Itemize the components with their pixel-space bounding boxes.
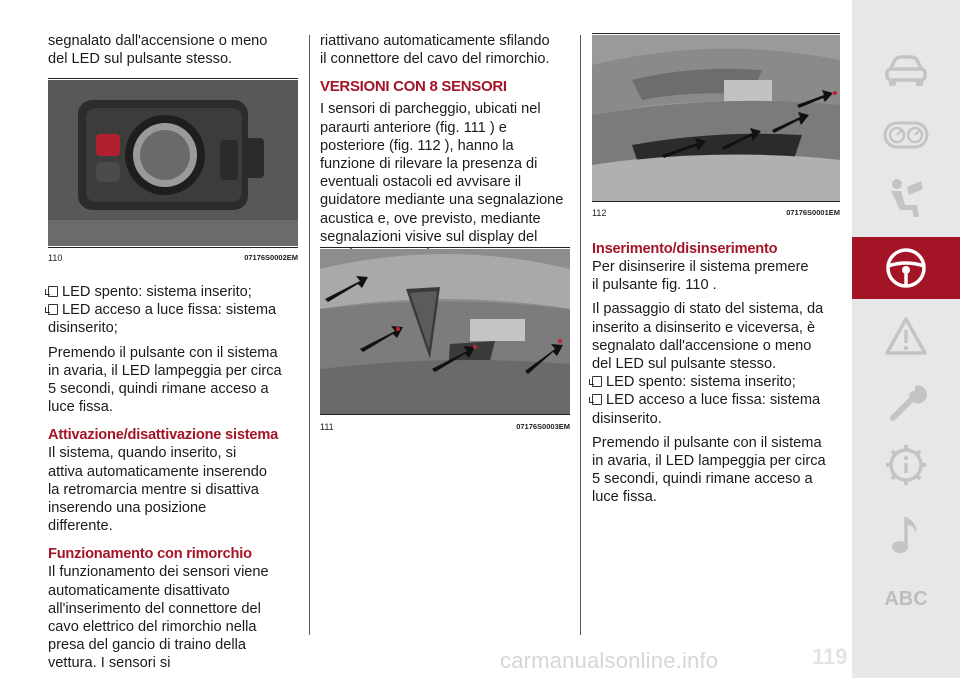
led-on-text: LED acceso a luce fissa: sistema disinse…: [48, 302, 277, 337]
figure-110-top-rule: [48, 78, 298, 79]
sidebar-item-car[interactable]: [852, 40, 960, 102]
led-bullet-icon: [589, 376, 602, 388]
figure-112-reference[interactable]: 112: [417, 137, 441, 154]
intro-text: segnalato dall'accensione o meno del LED…: [48, 33, 268, 68]
figure-111-caption: 111 07176S0003EM: [320, 422, 570, 434]
transition-text: Il passaggio di stato del sistema, da in…: [592, 301, 824, 373]
led-off-text-2: LED spento: sistema inserito;: [606, 374, 796, 391]
sidebar-item-multimedia[interactable]: [852, 504, 960, 566]
activation-text: Il sistema, quando inserito, si attiva a…: [48, 445, 268, 535]
sidebar-item-driving[interactable]: [852, 237, 960, 299]
figure-111-code: 07176S0003EM: [516, 422, 570, 431]
led-bullet-icon: [589, 394, 602, 406]
led-on-text-2: LED acceso a luce fissa: sistema disinse…: [592, 392, 821, 427]
column-divider-1: [309, 35, 310, 635]
sidebar-item-warning[interactable]: [852, 305, 960, 367]
sidebar-item-index[interactable]: ABC: [852, 568, 960, 630]
fault-text: Premendo il pulsante con il sistema in a…: [48, 344, 282, 416]
column-divider-2: [580, 35, 581, 635]
led-off-item-2: LED spento: sistema inserito;: [589, 373, 842, 391]
figure-112-rear-bumper-image: [592, 35, 840, 201]
abc-index-label: ABC: [884, 587, 928, 610]
watermark: carmanualsonline.info: [500, 648, 719, 673]
figure-110-caption: 110 07176S0002EM: [48, 253, 298, 265]
led-bullet-icon: [45, 304, 58, 316]
figure-112-number: 112: [592, 208, 607, 218]
sidebar-item-dashboard[interactable]: [852, 104, 960, 166]
figure-111-top-rule: [320, 247, 570, 248]
warning-triangle-icon: [885, 317, 927, 355]
led-on-item: LED acceso a luce fissa: sistema disinse…: [45, 301, 298, 337]
fault-text-2: Premendo il pulsante con il sistema in a…: [592, 434, 826, 506]
versions-text: I sensori di parcheggio, ubicati nel par…: [320, 101, 564, 263]
figure-110-bottom-rule: [48, 247, 298, 248]
led-on-item-2: LED acceso a luce fissa: sistema disinse…: [589, 391, 842, 427]
figure-111-front-bumper-image: [320, 249, 570, 414]
column-3-body: Inserimento/disinserimento Per disinseri…: [589, 240, 842, 507]
heading-8-sensors: VERSIONI CON 8 SENSORI: [320, 78, 507, 96]
figure-110-number: 110: [48, 253, 63, 263]
figure-111-reference[interactable]: 111: [463, 119, 486, 136]
continuation-text: riattivano automaticamente sfilando il c…: [320, 33, 550, 68]
chapter-sidebar: ABC: [852, 0, 960, 678]
steering-wheel-icon: [886, 248, 926, 288]
insert-text: Per disinserire il sistema premere il pu…: [592, 259, 809, 294]
heading-insert: Inserimento/disinserimento: [592, 241, 778, 257]
music-note-icon: [892, 517, 917, 553]
dashboard-gauges-icon: [883, 121, 929, 149]
figure-111-bottom-rule: [320, 414, 570, 415]
led-off-text: LED spento: sistema inserito;: [62, 284, 252, 300]
heading-trailer: Funzionamento con rimorchio: [48, 546, 252, 563]
sidebar-item-safety[interactable]: [852, 168, 960, 230]
figure-110-light-switch-image: [48, 80, 298, 246]
trailer-text: Il funzionamento dei sensori viene autom…: [48, 564, 269, 672]
sidebar-item-technical-data[interactable]: [852, 434, 960, 496]
figure-111-number: 111: [320, 422, 334, 432]
heading-activation: Attivazione/disattivazione sistema: [48, 427, 279, 444]
figure-112-bottom-rule: [592, 201, 840, 202]
seat-safety-icon: [891, 179, 923, 217]
figure-110-code: 07176S0002EM: [244, 253, 298, 262]
led-off-item: LED spento: sistema inserito;: [45, 283, 298, 301]
column-2-body: riattivano automaticamente sfilando il c…: [320, 32, 570, 264]
technical-info-icon: [886, 445, 926, 485]
column-1-body: LED spento: sistema inserito; LED acceso…: [45, 283, 298, 673]
page-number: 119: [812, 644, 848, 669]
figure-112-top-rule: [592, 33, 840, 34]
sidebar-item-maintenance[interactable]: [852, 370, 960, 432]
figure-112-caption: 112 07176S0001EM: [592, 208, 840, 220]
wrench-icon: [890, 385, 927, 421]
figure-112-code: 07176S0001EM: [786, 208, 840, 217]
car-icon: [885, 55, 927, 86]
led-bullet-icon: [45, 286, 58, 297]
figure-110-reference[interactable]: 110: [685, 277, 709, 294]
